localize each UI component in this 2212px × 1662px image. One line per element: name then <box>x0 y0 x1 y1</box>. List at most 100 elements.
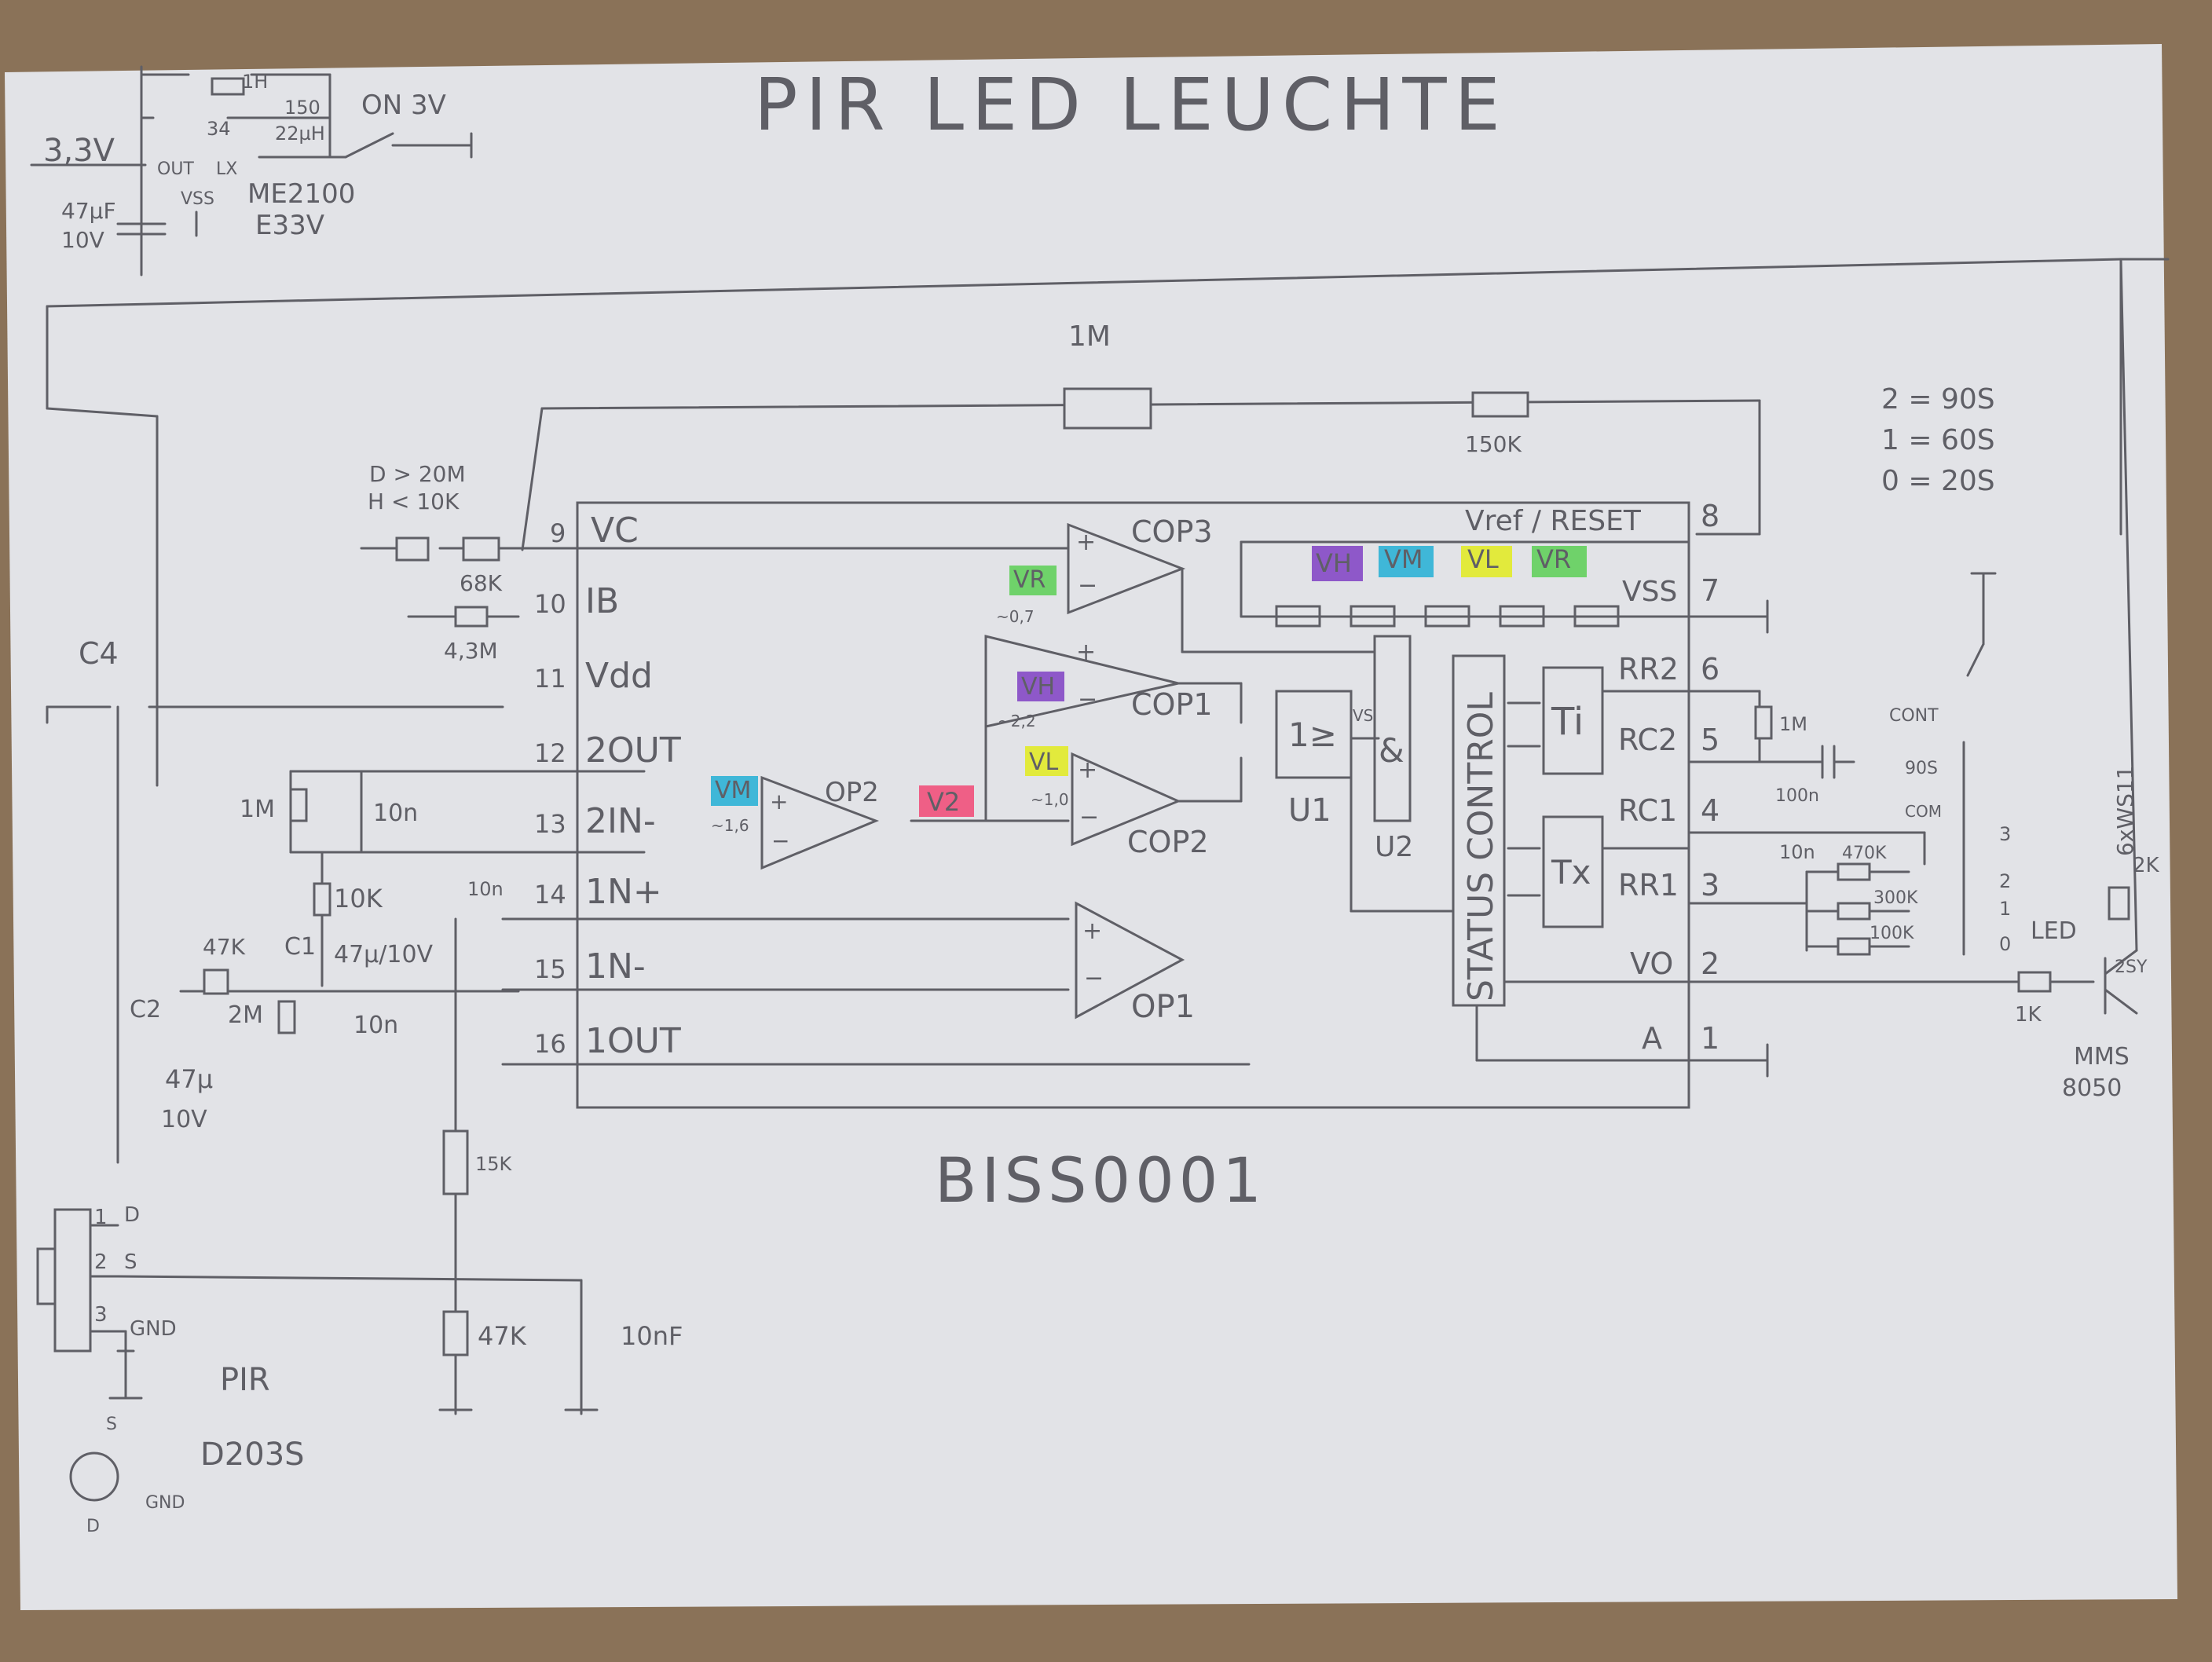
r-2m-label: 2M <box>228 1001 263 1029</box>
inductor-label: 22µH <box>275 123 325 145</box>
pin-num-3: 3 <box>1701 868 1719 902</box>
pin-name-11: Vdd <box>585 656 653 696</box>
r-470k-label: 470K <box>1842 844 1887 863</box>
pin-num-2: 2 <box>1701 946 1719 981</box>
supply-voltage: 3,3V <box>43 133 115 169</box>
pin-name-13: 2IN- <box>585 801 656 841</box>
ti-label: Ti <box>1551 700 1584 744</box>
u1-label: U1 <box>1288 793 1331 829</box>
pin-name-1: A <box>1642 1021 1662 1056</box>
pin-num-10: 10 <box>534 589 566 619</box>
diode-label: 34 <box>207 118 231 140</box>
pin-num-11: 11 <box>534 664 566 694</box>
supply-cap-voltage: 10V <box>61 227 104 253</box>
supply-led-label: 1H <box>242 71 268 93</box>
c-100n-label: 100n <box>1775 786 1819 806</box>
pin-num-16: 16 <box>534 1029 566 1059</box>
tag-vr-ref: VR <box>1536 544 1571 574</box>
pin-name-6: RR2 <box>1618 652 1679 686</box>
tag-vl-cop2: VL <box>1029 749 1059 776</box>
r-300k-label: 300K <box>1873 888 1918 908</box>
tag-v2-swatch <box>919 785 974 817</box>
c2-value: 47µ <box>165 1064 213 1094</box>
pin-name-4: RC1 <box>1618 793 1677 828</box>
transistor-label: MMS <box>2074 1043 2130 1071</box>
resistor-bodies <box>203 77 2130 1356</box>
pencil-wires <box>30 65 2170 1502</box>
tag-vh-cop1: VH <box>1021 673 1055 701</box>
op1-plus: + <box>1082 917 1102 945</box>
tag-vl-value: ~1,0 <box>1031 790 1069 809</box>
cop3-label: COP3 <box>1131 514 1213 549</box>
cop1-label: COP1 <box>1131 687 1213 722</box>
tag-vm-ref-swatch <box>1379 546 1434 577</box>
selector-1: 1 <box>1999 898 2011 920</box>
switch-label: ON 3V <box>361 90 446 121</box>
c-10n-a-label: 10n <box>373 800 418 827</box>
tag-vl-cop2-swatch <box>1025 746 1068 776</box>
tag-vm-op2-swatch <box>711 776 758 806</box>
diagram-title: PIR LED LEUCHTE <box>754 63 1508 147</box>
cop2-label: COP2 <box>1127 825 1209 859</box>
r-1m-label: 1M <box>240 796 275 823</box>
timing-note-1: 1 = 60S <box>1881 424 1995 456</box>
u2-label: U2 <box>1375 831 1413 863</box>
cop2-minus: − <box>1079 804 1099 831</box>
tag-v2: V2 <box>927 787 960 817</box>
cop1-minus: − <box>1078 686 1097 713</box>
tag-vm-op2: VM <box>715 777 751 804</box>
tag-vh-cop1-swatch <box>1017 672 1064 701</box>
paper-sheet <box>5 44 2177 1610</box>
c-10n-b-label: 10n <box>467 878 504 900</box>
pir-pin-3-name: GND <box>130 1317 177 1341</box>
vs-label: VS <box>1353 706 1373 725</box>
c1-value: 47µ/10V <box>334 941 434 968</box>
pir-pin-3: 3 <box>94 1303 108 1327</box>
ldr-note-1: D > 20M <box>369 461 466 487</box>
com-label: COM <box>1905 802 1942 821</box>
regulator-label-2: E33V <box>255 210 324 241</box>
pin-name-16: 1OUT <box>585 1021 681 1061</box>
tag-vm-ref: VM <box>1384 544 1423 574</box>
regulator-res-label: 150 <box>284 97 320 119</box>
s90-label: 90S <box>1905 759 1938 778</box>
regulator-label-1: ME2100 <box>247 178 355 210</box>
tag-vh-ref: VH <box>1316 548 1352 578</box>
r-47k-b-label: 47K <box>478 1321 527 1351</box>
pin-name-2: VO <box>1630 946 1673 981</box>
pin-num-4: 4 <box>1701 793 1719 828</box>
pin-num-5: 5 <box>1701 723 1719 757</box>
reg-pin-vss: VSS <box>181 189 214 209</box>
tag-vr-value: ~0,7 <box>996 607 1035 626</box>
u1-symbol: 1≥ <box>1288 716 1337 754</box>
pir-pin-2-name: S <box>124 1250 137 1274</box>
pin-num-7: 7 <box>1701 573 1719 608</box>
selector-0: 0 <box>1999 933 2011 955</box>
pot-1m-label: 1M <box>1068 320 1111 353</box>
op2-plus: + <box>770 789 788 815</box>
cop1-plus: + <box>1076 639 1096 666</box>
cop2-plus: + <box>1078 756 1097 784</box>
pin-num-1: 1 <box>1701 1021 1719 1056</box>
supply-cap: 47µF <box>61 198 116 224</box>
pir-foot-d: D <box>86 1517 100 1536</box>
tag-vh-value: ~2,2 <box>998 712 1036 730</box>
pin-num-12: 12 <box>534 738 566 768</box>
op2-minus: − <box>771 828 789 854</box>
timing-note-2: 0 = 20S <box>1881 465 1995 497</box>
cop3-plus: + <box>1076 529 1096 556</box>
pin-name-15: 1N- <box>585 946 646 987</box>
tag-vr-cop3: VR <box>1013 566 1046 594</box>
pin-num-14: 14 <box>534 880 566 910</box>
pin-num-13: 13 <box>534 809 566 839</box>
tag-vl-ref-swatch <box>1461 546 1512 577</box>
pir-name-1: PIR <box>220 1362 270 1398</box>
pin-name-8: Vref / RESET <box>1465 505 1642 537</box>
pin-name-9: VC <box>591 511 639 551</box>
tag-vr-cop3-swatch <box>1009 566 1057 595</box>
pin-name-3: RR1 <box>1618 868 1679 902</box>
status-control-label: STATUS CONTROL <box>1461 692 1501 1001</box>
timing-note-0: 2 = 90S <box>1881 383 1995 416</box>
r-2k-label: 2K <box>2133 854 2160 877</box>
cop3-minus: − <box>1078 572 1097 599</box>
